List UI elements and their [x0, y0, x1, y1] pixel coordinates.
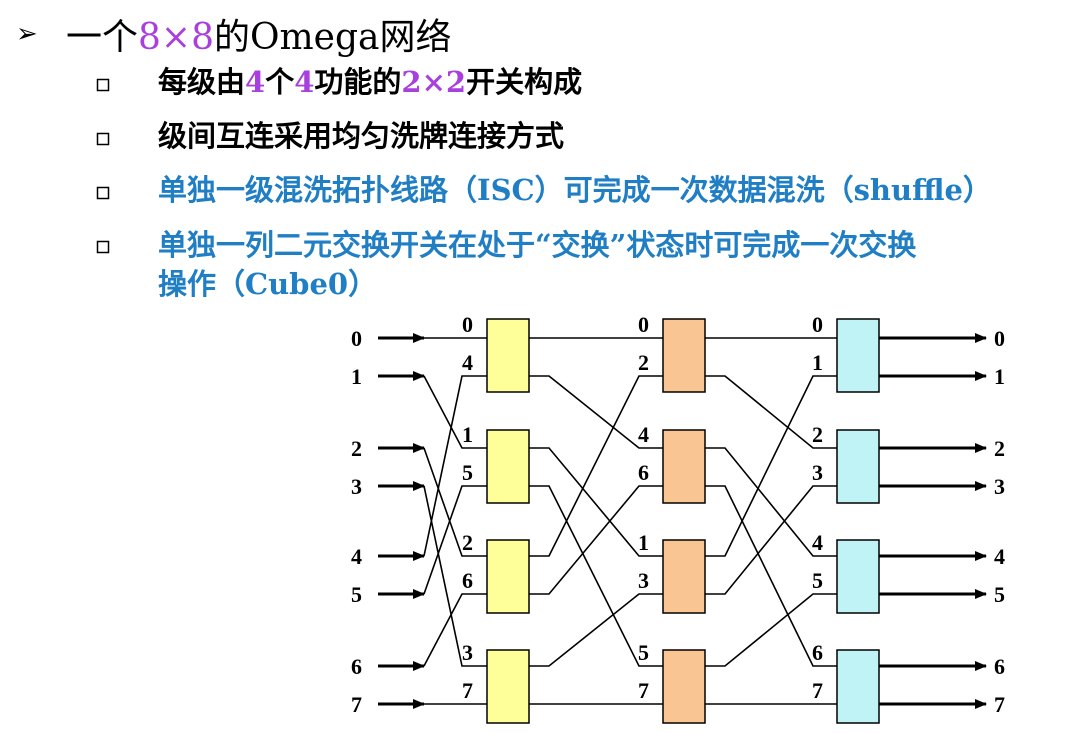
shuffle-wire-s2-6 — [705, 593, 837, 667]
bullet-text: 单独一级混洗拓扑线路（ISC）可完成一次数据混洗（shuffle） — [158, 173, 992, 207]
shuffle-wire-s1-3 — [529, 485, 663, 667]
output-label: 6 — [994, 654, 1005, 679]
output-label: 0 — [994, 326, 1005, 351]
shuffle-wire-s2-3 — [705, 485, 837, 667]
input-label: 5 — [351, 582, 362, 607]
square-bullet-icon — [96, 240, 110, 254]
shuffle-wire-s2-1 — [705, 375, 837, 449]
stage-2-port-label: 6 — [638, 460, 649, 485]
stage-2-port-label: 5 — [638, 640, 649, 665]
switch-s2-0 — [662, 318, 706, 393]
stage-1-port-label: 2 — [462, 530, 473, 555]
output-label: 3 — [994, 474, 1005, 499]
bullet-text: 级间互连采用均匀洗牌连接方式 — [158, 119, 565, 153]
bullet-item-switch: 每级由4个4功能的2×2开关构成 — [96, 64, 1081, 101]
stage-1-port-label: 4 — [462, 350, 473, 375]
switch-s1-1 — [486, 429, 530, 504]
switch-s3-1 — [836, 429, 880, 504]
switch-s2-2 — [662, 539, 706, 614]
input-label: 0 — [351, 326, 362, 351]
input-label: 4 — [351, 544, 362, 569]
output-label: 7 — [994, 692, 1005, 717]
input-label: 6 — [351, 654, 362, 679]
bullet-item-cube: 单独一列二元交换开关在处于“交换”状态时可完成一次交换操作（Cube0） — [96, 226, 1081, 304]
switch-s1-2 — [486, 539, 530, 614]
shuffle-wire-input-6 — [423, 593, 487, 667]
bullet-item-isc: 单独一级混洗拓扑线路（ISC）可完成一次数据混洗（shuffle） — [96, 172, 1081, 209]
title-row: ➢ 一个8×8的Omega网络 — [16, 6, 451, 62]
stage-1-port-label: 7 — [462, 678, 473, 703]
bullet-list: 每级由4个4功能的2×2开关构成 级间互连采用均匀洗牌连接方式 单独一级混洗拓扑… — [96, 64, 1081, 321]
switches — [486, 318, 880, 724]
page-title: 一个8×8的Omega网络 — [66, 17, 452, 58]
switch-s1-3 — [486, 649, 530, 724]
labels: 0 0 0 0 0 1 1 4 2 1 2 2 1 4 2 3 3 5 6 3 4 4 2 1 4 5 5 6 3 5 6 6 3 5 6 7 7 7 7 7 — [351, 312, 1005, 717]
bullet-item-shuffle: 级间互连采用均匀洗牌连接方式 — [96, 118, 1081, 155]
stage-3-port-label: 4 — [812, 530, 823, 555]
switch-s2-1 — [662, 429, 706, 504]
output-label: 4 — [994, 544, 1005, 569]
stage-3-port-label: 5 — [812, 568, 823, 593]
switch-s3-2 — [836, 539, 880, 614]
stage-3-port-label: 1 — [812, 350, 823, 375]
square-bullet-icon — [96, 78, 110, 92]
stage-1-port-label: 6 — [462, 568, 473, 593]
stage-3-port-label: 6 — [812, 640, 823, 665]
title-arrow-icon: ➢ — [16, 19, 38, 49]
stage-3-port-label: 2 — [812, 422, 823, 447]
omega-network-diagram: 0 0 0 0 0 1 1 4 2 1 2 2 1 4 2 3 3 5 6 3 4 4 2 1 4 5 5 6 3 5 6 6 3 5 6 7 7 7 7 7 — [351, 312, 1005, 724]
shuffle-wire-s1-2 — [529, 447, 663, 557]
input-label: 3 — [351, 474, 362, 499]
stage-3-port-label: 0 — [812, 312, 823, 337]
shuffle-wire-input-2 — [423, 447, 487, 557]
input-label: 7 — [351, 692, 362, 717]
shuffle-wire-input-4 — [423, 375, 487, 557]
bullet-text: 每级由4个4功能的2×2开关构成 — [158, 65, 583, 99]
shuffle-wire-input-1 — [423, 375, 487, 449]
shuffle-wire-s2-4 — [705, 375, 837, 557]
stage-1-port-label: 5 — [462, 460, 473, 485]
input-label: 1 — [351, 364, 362, 389]
switch-s1-0 — [486, 318, 530, 393]
shuffle-wire-s2-2 — [705, 447, 837, 557]
stage-1-port-label: 3 — [462, 640, 473, 665]
shuffle-wire-s2-5 — [705, 485, 837, 595]
stage-3-port-label: 7 — [812, 678, 823, 703]
stage-2-port-label: 0 — [638, 312, 649, 337]
input-label: 2 — [351, 436, 362, 461]
stage-2-port-label: 7 — [638, 678, 649, 703]
wires — [378, 333, 987, 709]
stage-1-port-label: 0 — [462, 312, 473, 337]
shuffle-wire-s1-1 — [529, 375, 663, 449]
switch-s2-3 — [662, 649, 706, 724]
shuffle-wire-input-3 — [423, 485, 487, 667]
shuffle-wire-s1-5 — [529, 485, 663, 595]
bullet-text: 单独一列二元交换开关在处于“交换”状态时可完成一次交换操作（Cube0） — [158, 228, 917, 301]
shuffle-wire-s1-4 — [529, 375, 663, 557]
stage-2-port-label: 2 — [638, 350, 649, 375]
stage-1-port-label: 1 — [462, 422, 473, 447]
stage-3-port-label: 3 — [812, 460, 823, 485]
shuffle-wire-s1-6 — [529, 593, 663, 667]
output-label: 1 — [994, 364, 1005, 389]
output-label: 5 — [994, 582, 1005, 607]
square-bullet-icon — [96, 132, 110, 146]
stage-2-port-label: 4 — [638, 422, 649, 447]
square-bullet-icon — [96, 186, 110, 200]
stage-2-port-label: 3 — [638, 568, 649, 593]
switch-s3-0 — [836, 318, 880, 393]
stage-2-port-label: 1 — [638, 530, 649, 555]
output-label: 2 — [994, 436, 1005, 461]
switch-s3-3 — [836, 649, 880, 724]
shuffle-wire-input-5 — [423, 485, 487, 595]
